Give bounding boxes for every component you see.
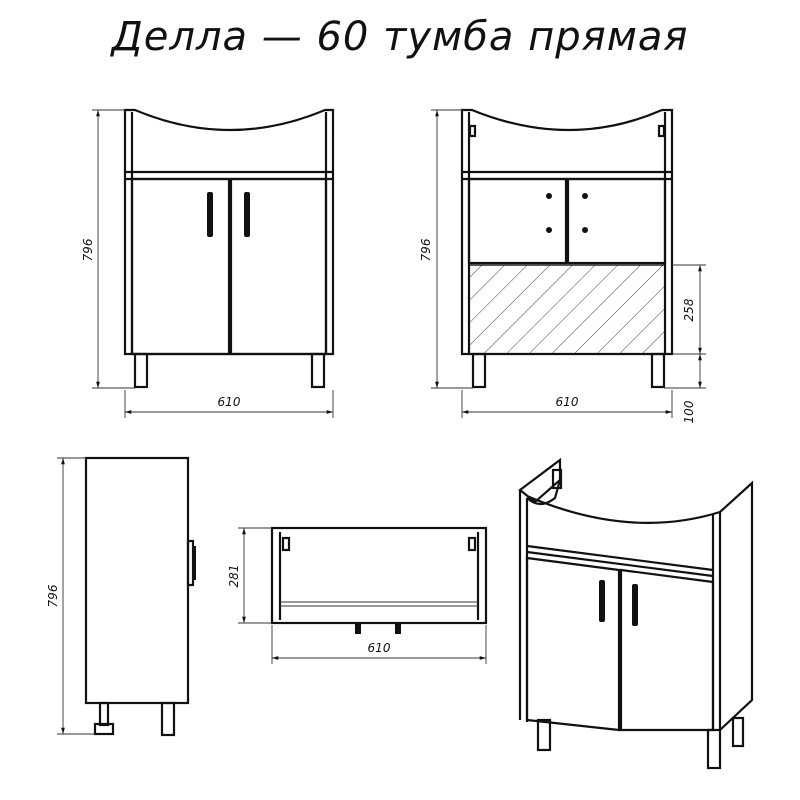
side-front-leg — [93, 722, 115, 736]
iso-top-curve — [526, 480, 754, 731]
top-width-label: 610 — [368, 641, 391, 655]
top-depth-label: 281 — [227, 565, 241, 588]
iso-front-left-leg — [536, 718, 552, 752]
isometric-view — [518, 457, 754, 770]
open-left-compartment — [467, 177, 568, 265]
open-bracket-left — [468, 124, 477, 138]
front-cabinet-body — [123, 108, 335, 356]
side-cabinet-body — [84, 456, 190, 705]
front-left-handle — [207, 192, 213, 237]
front-height-label: 796 — [81, 238, 95, 261]
side-height-label: 796 — [46, 584, 60, 607]
front-right-handle — [244, 192, 250, 237]
iso-right-handle — [632, 584, 638, 626]
back-width-label: 610 — [556, 395, 579, 409]
front-width-label: 610 — [218, 395, 241, 409]
front-right-leg — [310, 352, 326, 389]
side-view: 796 — [46, 456, 196, 737]
iso-back-right-leg — [731, 716, 745, 748]
top-cabinet-body — [270, 526, 488, 625]
drawing-title: Делла — 60 тумба прямая — [111, 14, 689, 60]
side-handle — [192, 546, 196, 580]
iso-bracket — [551, 468, 563, 490]
open-view: 796 610 258 100 — [419, 108, 706, 423]
front-right-door — [229, 177, 328, 356]
front-left-door — [130, 177, 231, 356]
leg-height-label: 100 — [682, 400, 696, 423]
top-view: 281 610 — [227, 526, 488, 664]
open-right-leg — [650, 352, 666, 389]
side-back-leg — [160, 701, 176, 737]
iso-front-right-leg — [706, 728, 722, 770]
drawer-height-label: 258 — [682, 298, 696, 321]
front-view: 796 610 — [81, 108, 335, 418]
open-cabinet-body — [460, 108, 674, 356]
back-height-label: 796 — [419, 238, 433, 261]
open-hatched-drawer-zone — [468, 264, 666, 355]
open-left-leg — [471, 352, 487, 389]
open-right-compartment — [566, 177, 667, 265]
open-bracket-right — [657, 124, 666, 138]
iso-left-handle — [599, 580, 605, 622]
front-left-leg — [133, 352, 149, 389]
iso-left-door — [525, 556, 621, 732]
